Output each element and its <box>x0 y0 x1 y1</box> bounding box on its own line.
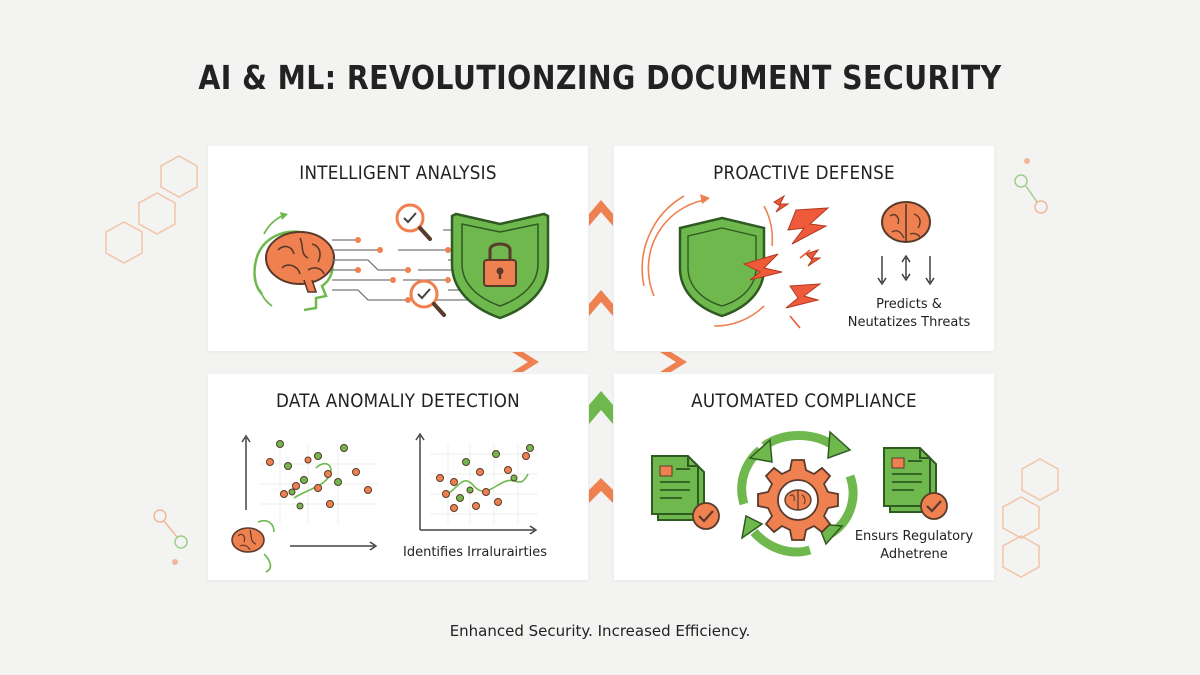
brain-icon <box>231 527 265 553</box>
caption-line2: Neutatizes Threats <box>847 315 971 330</box>
panel-data-anomaly-detection: DATA ANOMALIY DETECTION <box>208 374 588 580</box>
proactive-defense-illustration <box>641 194 935 329</box>
document-check-icon <box>651 455 720 530</box>
brain-icon <box>265 231 335 293</box>
automated-compliance-illustration <box>651 430 948 557</box>
panel-proactive-defense: PROACTIVE DEFENSE <box>614 146 994 351</box>
tagline: Enhanced Security. Increased Efficiency. <box>449 622 751 640</box>
shield-lock-icon <box>450 212 550 320</box>
data-anomaly-illustration <box>231 432 538 573</box>
panel-title: DATA ANOMALIY DETECTION <box>276 390 520 412</box>
chevron-up-icon <box>589 391 613 424</box>
panel-automated-compliance: AUTOMATED COMPLIANCE <box>614 374 994 580</box>
magnifier-check-icon <box>395 203 432 241</box>
page-title: AI & ML: REVOLUTIONZING DOCUMENT SECURIT… <box>198 58 1002 97</box>
chevron-right-icon <box>660 352 687 372</box>
chevron-up-icon <box>589 478 613 503</box>
scatter-plot-icon <box>241 434 378 551</box>
chevron-left-icon <box>512 352 539 372</box>
brain-icon <box>784 489 812 511</box>
intelligent-analysis-illustration <box>253 203 550 320</box>
chevron-up-icon <box>589 200 613 226</box>
panel-title: AUTOMATED COMPLIANCE <box>691 390 917 412</box>
gear-cycle-icon <box>737 430 858 557</box>
panel-title: PROACTIVE DEFENSE <box>713 162 895 184</box>
document-check-icon <box>883 447 948 520</box>
caption-line1: Ensurs Regulatory <box>854 529 974 544</box>
caption: Identifies Irralurairties <box>403 545 547 560</box>
panel-intelligent-analysis: INTELLIGENT ANALYSIS <box>208 146 588 351</box>
brain-icon <box>881 201 931 243</box>
lightning-icon <box>742 194 830 309</box>
caption-line2: Adhetrene <box>880 547 948 562</box>
panel-title: INTELLIGENT ANALYSIS <box>299 162 497 184</box>
shield-icon <box>678 216 766 318</box>
chevron-up-icon <box>589 290 613 316</box>
caption-line1: Predicts & <box>876 297 942 312</box>
scatter-plot-icon <box>415 432 538 535</box>
magnifier-check-icon <box>409 279 446 317</box>
